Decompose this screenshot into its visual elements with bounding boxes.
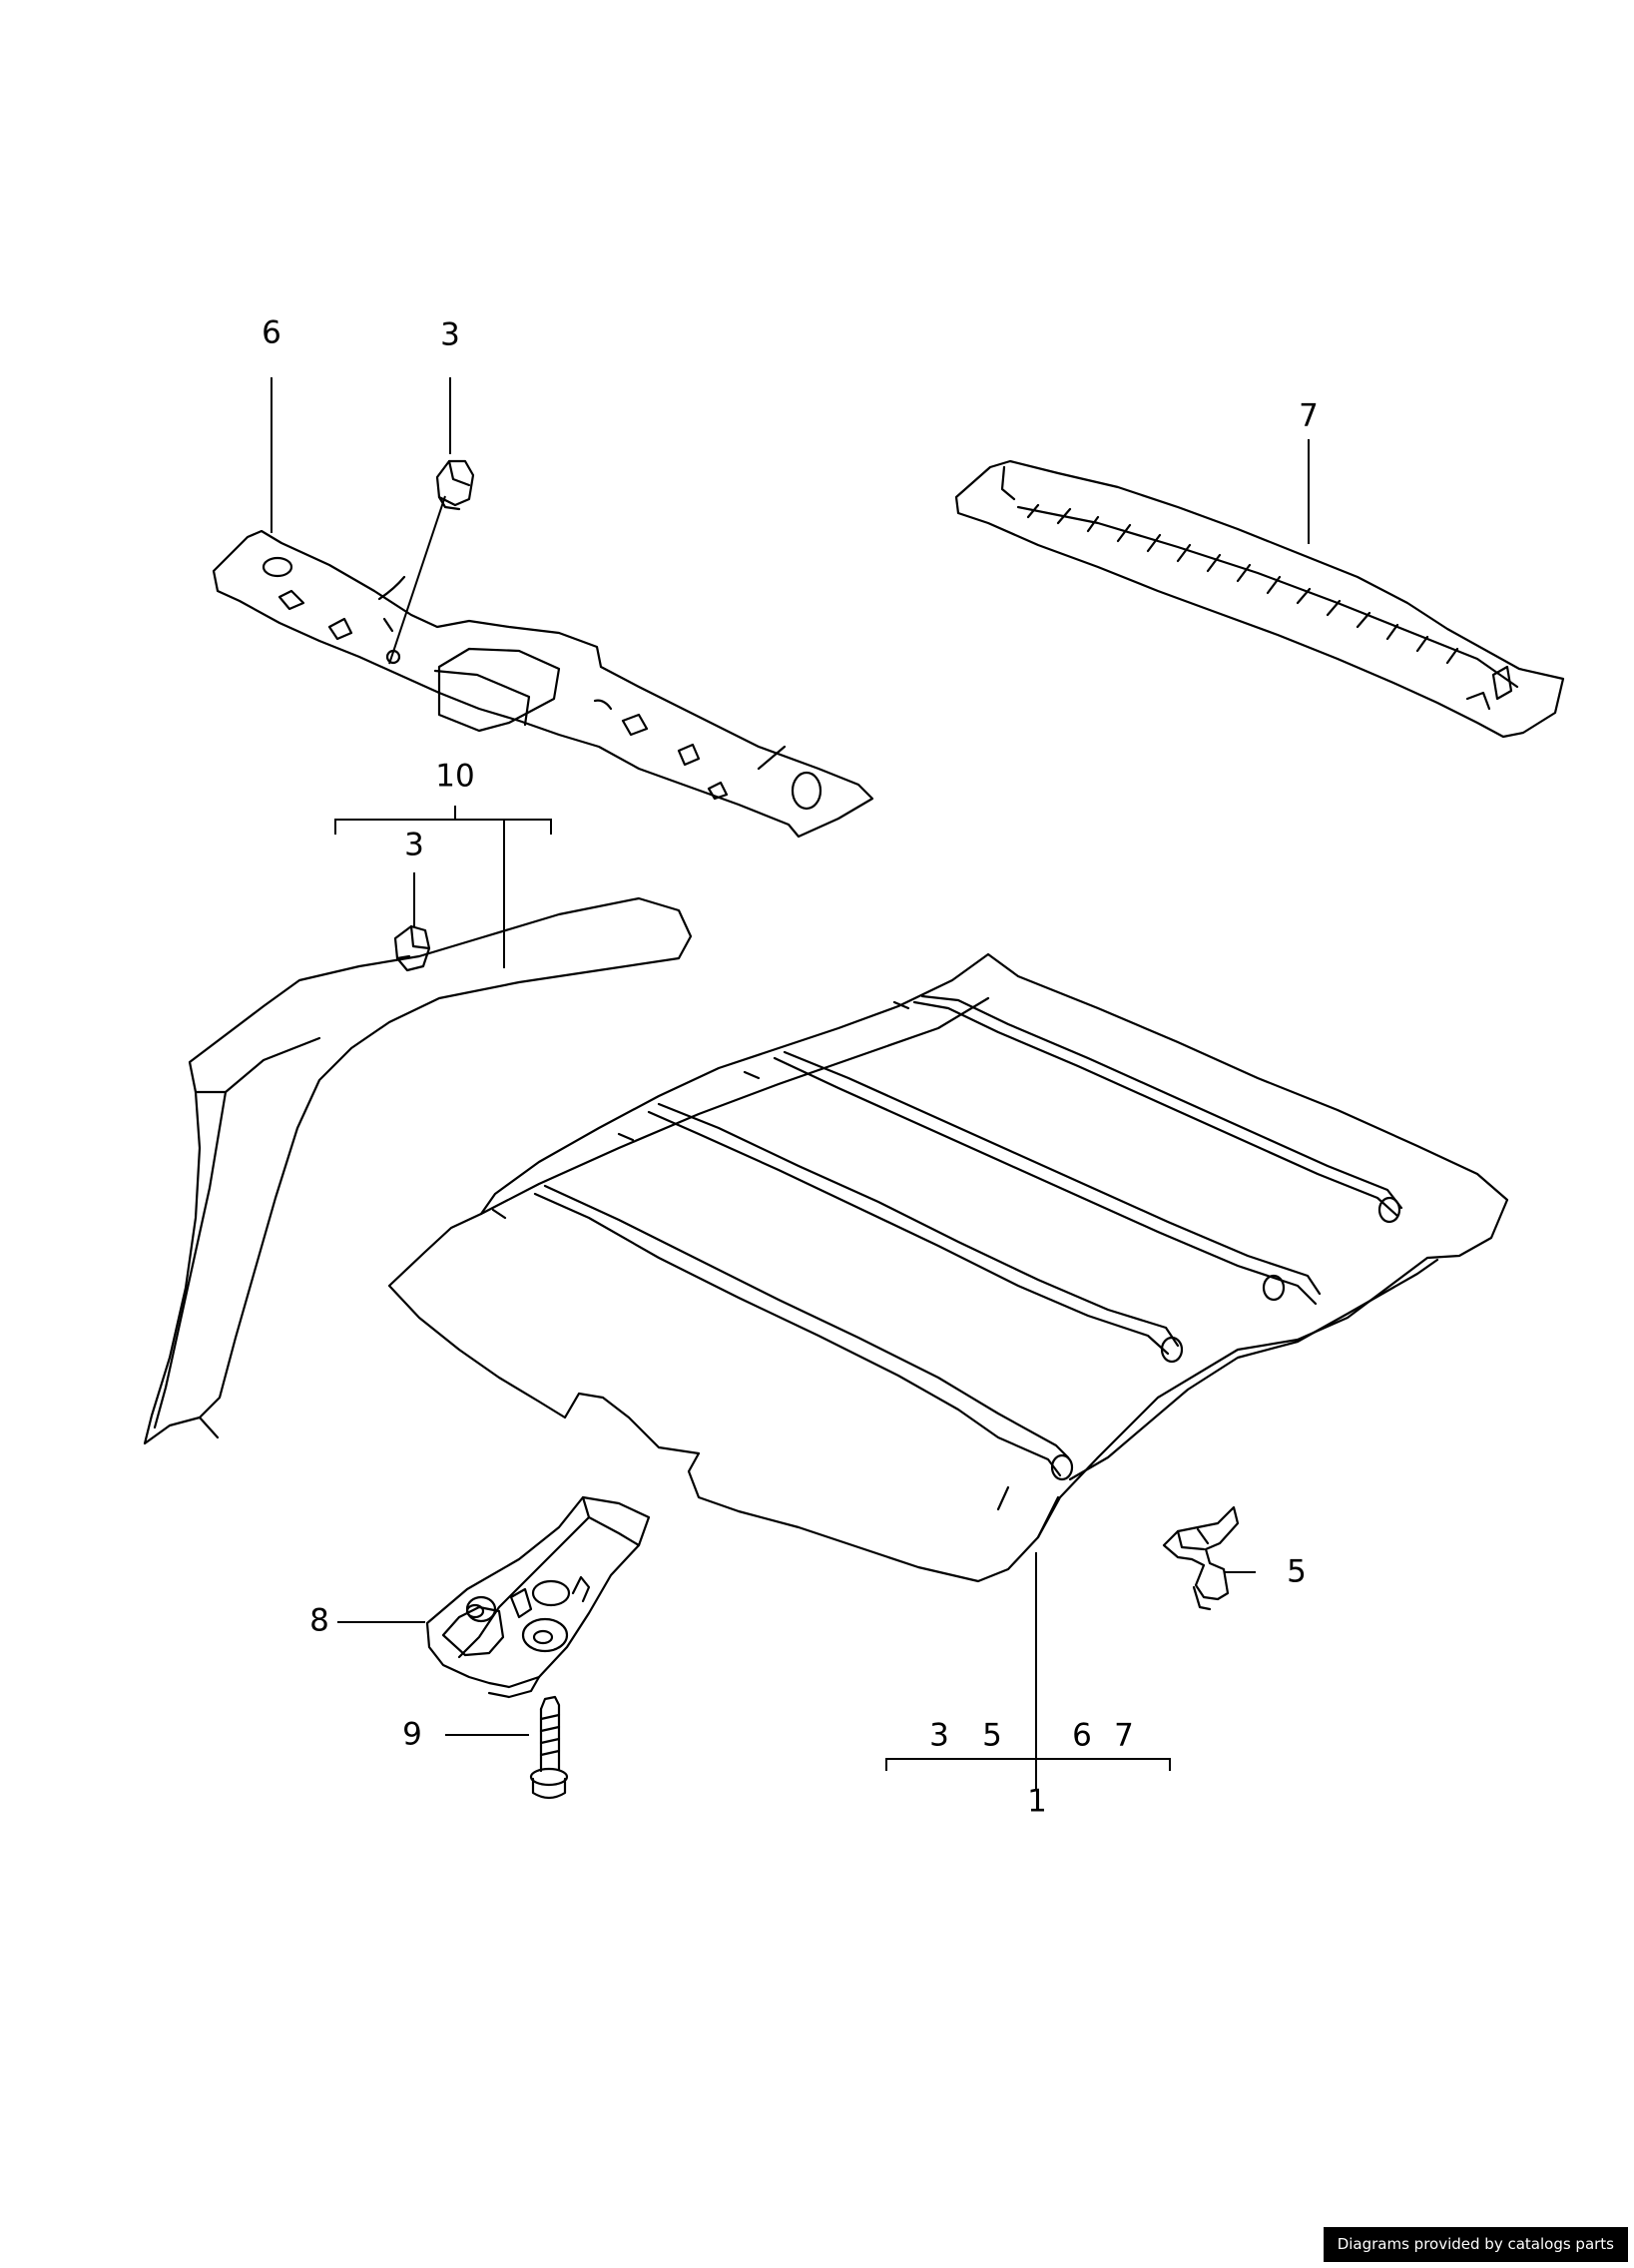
callout-labels: 6 3 7 10 3 5 8 9 1 3 5 6 7 bbox=[262, 315, 1319, 1820]
part-6-front-header-trim bbox=[212, 529, 874, 839]
callout-1-group-3: 3 bbox=[929, 1718, 949, 1754]
callout-10: 10 bbox=[435, 759, 474, 795]
part-5-bracket bbox=[1162, 1505, 1240, 1611]
callout-8: 8 bbox=[309, 1603, 329, 1639]
callout-7: 7 bbox=[1299, 398, 1319, 434]
callout-1: 1 bbox=[1027, 1784, 1047, 1820]
credit-badge: Diagrams provided by catalogs parts bbox=[1323, 2227, 1628, 2262]
leader-lines bbox=[271, 377, 1310, 1791]
callout-5: 5 bbox=[1287, 1554, 1307, 1590]
callout-1-group-6: 6 bbox=[1072, 1718, 1092, 1754]
part-8-base-plate bbox=[425, 1495, 651, 1699]
callout-1-group-7: 7 bbox=[1114, 1718, 1134, 1754]
callout-9: 9 bbox=[402, 1717, 422, 1753]
part-1-headliner bbox=[387, 952, 1509, 1583]
callout-3-top: 3 bbox=[440, 317, 460, 353]
part-7-rear-header-trim bbox=[954, 459, 1565, 739]
part-3-clip-kit bbox=[393, 924, 431, 972]
part-3-clip-top bbox=[435, 459, 475, 511]
part-10-pillar-trim bbox=[143, 896, 693, 1445]
callout-6: 6 bbox=[262, 315, 281, 351]
callout-1-group-5: 5 bbox=[982, 1718, 1002, 1754]
callout-3-kit: 3 bbox=[404, 828, 424, 863]
part-9-screw bbox=[529, 1695, 569, 1800]
